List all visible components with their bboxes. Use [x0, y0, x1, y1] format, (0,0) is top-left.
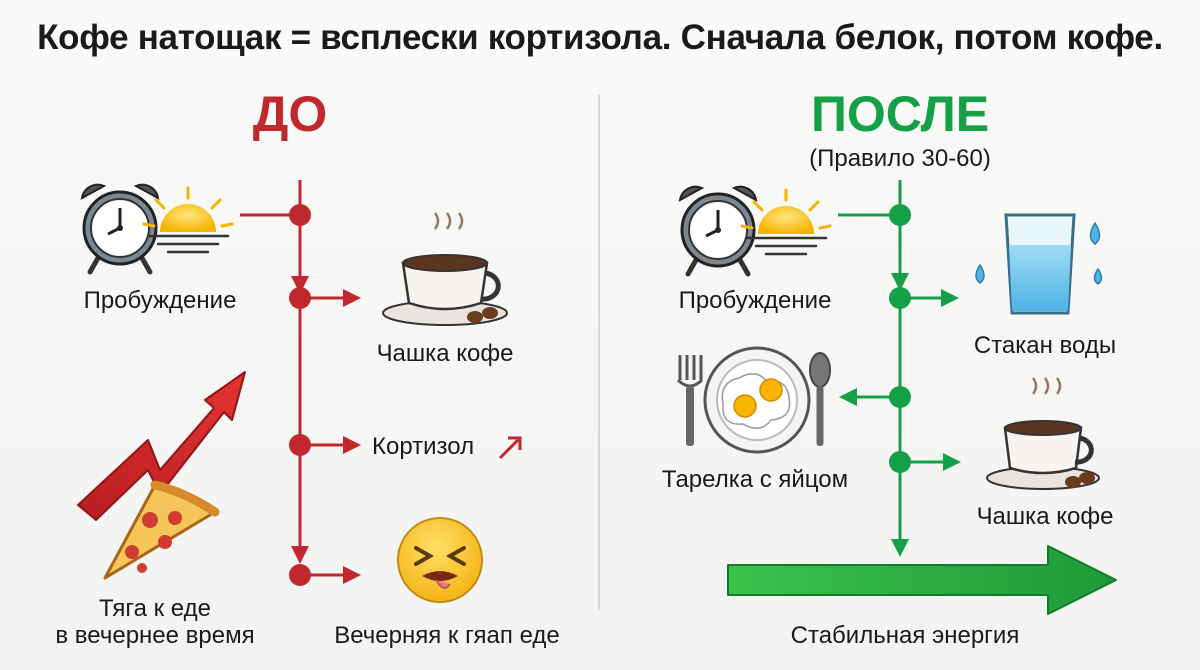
before-craving-label-line1: Тяга к еде: [99, 595, 211, 622]
alarm-clock-icon: [80, 183, 160, 275]
before-timeline: [240, 180, 361, 586]
before-cortisol-label: Кортизол: [372, 433, 475, 460]
before-craving-label-line2: в вечернее время: [55, 622, 255, 649]
page-title: Кофе натощак = всплески кортизола. Снача…: [37, 18, 1163, 57]
before-wake-label: Пробуждение: [83, 287, 237, 314]
column-divider: [598, 95, 600, 610]
alarm-clock-icon: [678, 185, 758, 277]
after-heading: ПОСЛЕ: [810, 86, 990, 142]
after-plate-label: Тарелка с яйцом: [661, 466, 849, 493]
after-water-label: Стакан воды: [973, 332, 1117, 359]
trend-arrow-icon: [77, 371, 246, 521]
after-coffee-label: Чашка кофе: [976, 503, 1114, 530]
big-right-arrow-icon: [727, 545, 1117, 615]
arrow-up-right-icon: [498, 436, 522, 460]
spoon-icon: [809, 352, 831, 446]
nauseated-face-icon: [397, 517, 483, 603]
water-glass-icon: [975, 213, 1103, 315]
fried-egg-plate-icon: [703, 346, 811, 454]
after-subheading: (Правило 30-60): [809, 145, 991, 172]
sunrise-icon: [740, 188, 832, 256]
after-wake-label: Пробуждение: [678, 287, 832, 314]
before-coffee-label: Чашка кофе: [376, 340, 514, 367]
before-evening-hunger-label: Вечерняя к гяап еде: [334, 622, 560, 649]
pizza-icon: [103, 480, 220, 580]
coffee-cup-icon: [986, 377, 1100, 490]
after-energy-label: Стабильная энергия: [790, 622, 1020, 649]
coffee-cup-icon: [382, 212, 508, 326]
fork-icon: [676, 355, 704, 446]
sunrise-icon: [142, 186, 234, 254]
before-heading: ДО: [252, 86, 328, 142]
after-timeline: [838, 180, 961, 557]
